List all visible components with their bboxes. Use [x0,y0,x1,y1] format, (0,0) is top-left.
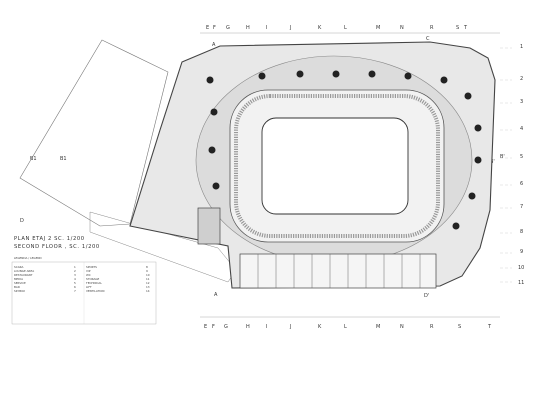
plan-title-en: SECOND FLOOR , SC. 1/200 [14,244,100,250]
grid-letter: L [344,324,347,330]
legend-item-label: STORAGE [86,277,100,281]
section-mark: B' [490,159,495,165]
plan-title-ro: PLAN ETAJ 2 SC. 1/200 [14,236,85,242]
grid-number: 6 [520,181,523,187]
grid-letter: J [289,25,291,31]
bottom-grid-axis: E F G H I J K L M N R S T [200,316,500,330]
legend-item-label: LOUNGE AREA [14,269,34,273]
legend-item-label: WC [86,273,91,277]
legend-item-label: MEDIA [14,277,23,281]
section-mark: A [214,292,218,298]
pitch [261,117,409,215]
grid-letter: L [344,25,347,31]
grid-letter: R [430,324,434,330]
legend-item-value: 12 [146,281,150,285]
grid-letter: M [376,324,380,330]
legend-item-value: 6 [74,285,76,289]
grid-letter: K [318,25,322,31]
seating-rows [234,94,440,238]
grid-letter: E [204,324,207,330]
grid-letter: I [266,25,267,31]
legend-item-value: 3 [74,273,76,277]
legend-item-value: 13 [146,285,150,289]
legend-item-value: 9 [146,269,148,273]
legend-item-value: 14 [146,289,150,293]
section-mark: B1 [30,156,37,162]
grid-letter: S [456,25,459,31]
legend-item-value: 10 [146,273,150,277]
grid-letter: N [400,25,404,31]
grid-letter: E [206,25,209,31]
grid-lines [500,47,512,283]
grid-number: 2 [520,76,523,82]
grid-number: 5 [520,154,523,160]
section-mark: B1 [60,156,67,162]
legend-item-value: 5 [74,281,76,285]
grid-number: 7 [520,204,523,210]
legend-item-label: SERVICE [14,281,26,285]
legend-item-label: LIFT [86,285,92,289]
grid-letter: H [246,324,250,330]
legend-item-value: 4 [74,277,76,281]
legend-item-label: SCARA [14,265,23,269]
section-mark: B' [500,154,505,160]
grid-number: 10 [518,265,524,271]
section-mark: A [212,42,216,48]
section-mark: D' [424,293,429,299]
top-grid-axis: E F G H I J K L M N R S T [200,25,500,34]
grid-number: 11 [518,280,524,286]
legend-item-label: TECHNICAL [85,281,102,285]
grid-number: 4 [520,126,523,132]
grid-letter: F [213,25,216,31]
legend-table: LEGENDA / LEGEND SCARA 1 LOUNGE AREA 2 R… [11,256,157,325]
section-mark: C [426,36,430,42]
legend-heading: LEGENDA / LEGEND [14,256,42,260]
legend-item-value: 7 [74,289,76,293]
right-grid-axis: 1 2 3 4 5 6 7 8 9 10 11 [518,44,524,286]
section-mark: D [20,218,24,224]
legend-item-value: 1 [74,265,76,269]
legend-item-value: 2 [74,269,76,273]
legend-item-value: 11 [146,277,150,281]
legend-item-label: SPORTS [86,265,97,269]
plan-title-block: PLAN ETAJ 2 SC. 1/200 SECOND FLOOR , SC.… [14,236,100,250]
legend-item-label: VENTILATION [86,289,104,293]
grid-number: 9 [520,249,523,255]
grid-letter: H [246,25,250,31]
grid-letter: J [289,324,291,330]
grid-letter: F [212,324,215,330]
grid-letter: G [226,25,230,31]
grid-letter: G [224,324,228,330]
site-outline-left [19,39,169,227]
grid-letter: T [487,324,492,330]
stair-core [197,207,221,245]
legend-item-value: 8 [146,265,148,269]
grid-letter: R [430,25,434,31]
columns [206,70,482,230]
legend-item-label: SKYBOX [14,289,25,293]
grid-letter: S [458,324,461,330]
skybox-dividers [257,254,421,288]
grid-number: 1 [520,44,523,50]
grid-letter: N [400,324,404,330]
legend-item-label: VIP [86,269,91,273]
grid-letter: I [266,324,267,330]
grid-letter: K [318,324,322,330]
grid-letter: M [376,25,380,31]
legend-item-label: BAR [14,285,20,289]
grid-number: 3 [520,99,523,105]
grid-letter: T [463,25,468,31]
legend-item-label: RESTAURANT [14,273,33,277]
grid-number: 8 [520,229,523,235]
skybox-strip [239,253,437,289]
